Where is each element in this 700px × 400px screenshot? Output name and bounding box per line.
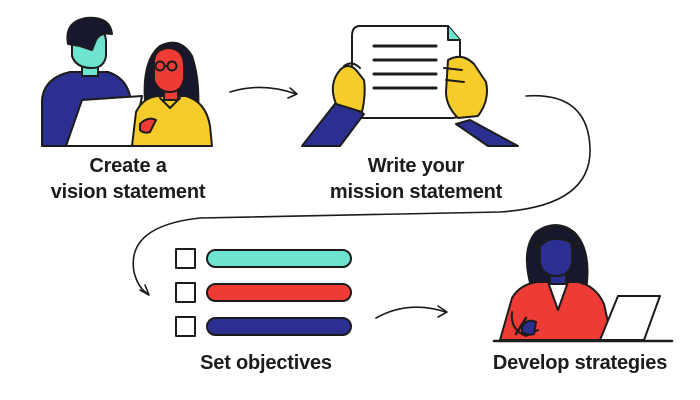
hands-holding-document-illustration (301, 25, 519, 147)
flow-arrow-icon (229, 86, 297, 95)
step-label-mission: Write your mission statement (300, 153, 532, 205)
checkbox (175, 282, 196, 303)
step-label-line: mission statement (329, 181, 503, 203)
step-label-line: Write your (367, 155, 465, 177)
flow-arrows (132, 86, 591, 319)
step-label-strategies: Develop strategies (470, 350, 690, 376)
flow-arrow-icon (132, 94, 591, 295)
navy-bar (206, 317, 352, 336)
step-label-line: Create a (89, 155, 167, 177)
flow-arrow-icon (375, 306, 447, 319)
step-label-objectives: Set objectives (160, 350, 372, 376)
step-label-line: vision statement (50, 181, 206, 203)
checkbox (175, 316, 196, 337)
flow-arrow-icon (139, 284, 150, 296)
flow-arrow-icon (287, 87, 298, 99)
woman-at-laptop-illustration (492, 224, 674, 343)
step-label-line: Develop strategies (492, 352, 668, 374)
checklist-with-bars-illustration (175, 248, 352, 337)
red-bar (206, 283, 352, 302)
two-people-at-laptop-illustration (41, 16, 213, 147)
step-label-line: Set objectives (200, 352, 332, 374)
teal-bar (206, 249, 352, 268)
step-label-vision: Create a vision statement (20, 153, 236, 205)
flow-arrow-icon (437, 305, 448, 318)
checkbox (175, 248, 196, 269)
